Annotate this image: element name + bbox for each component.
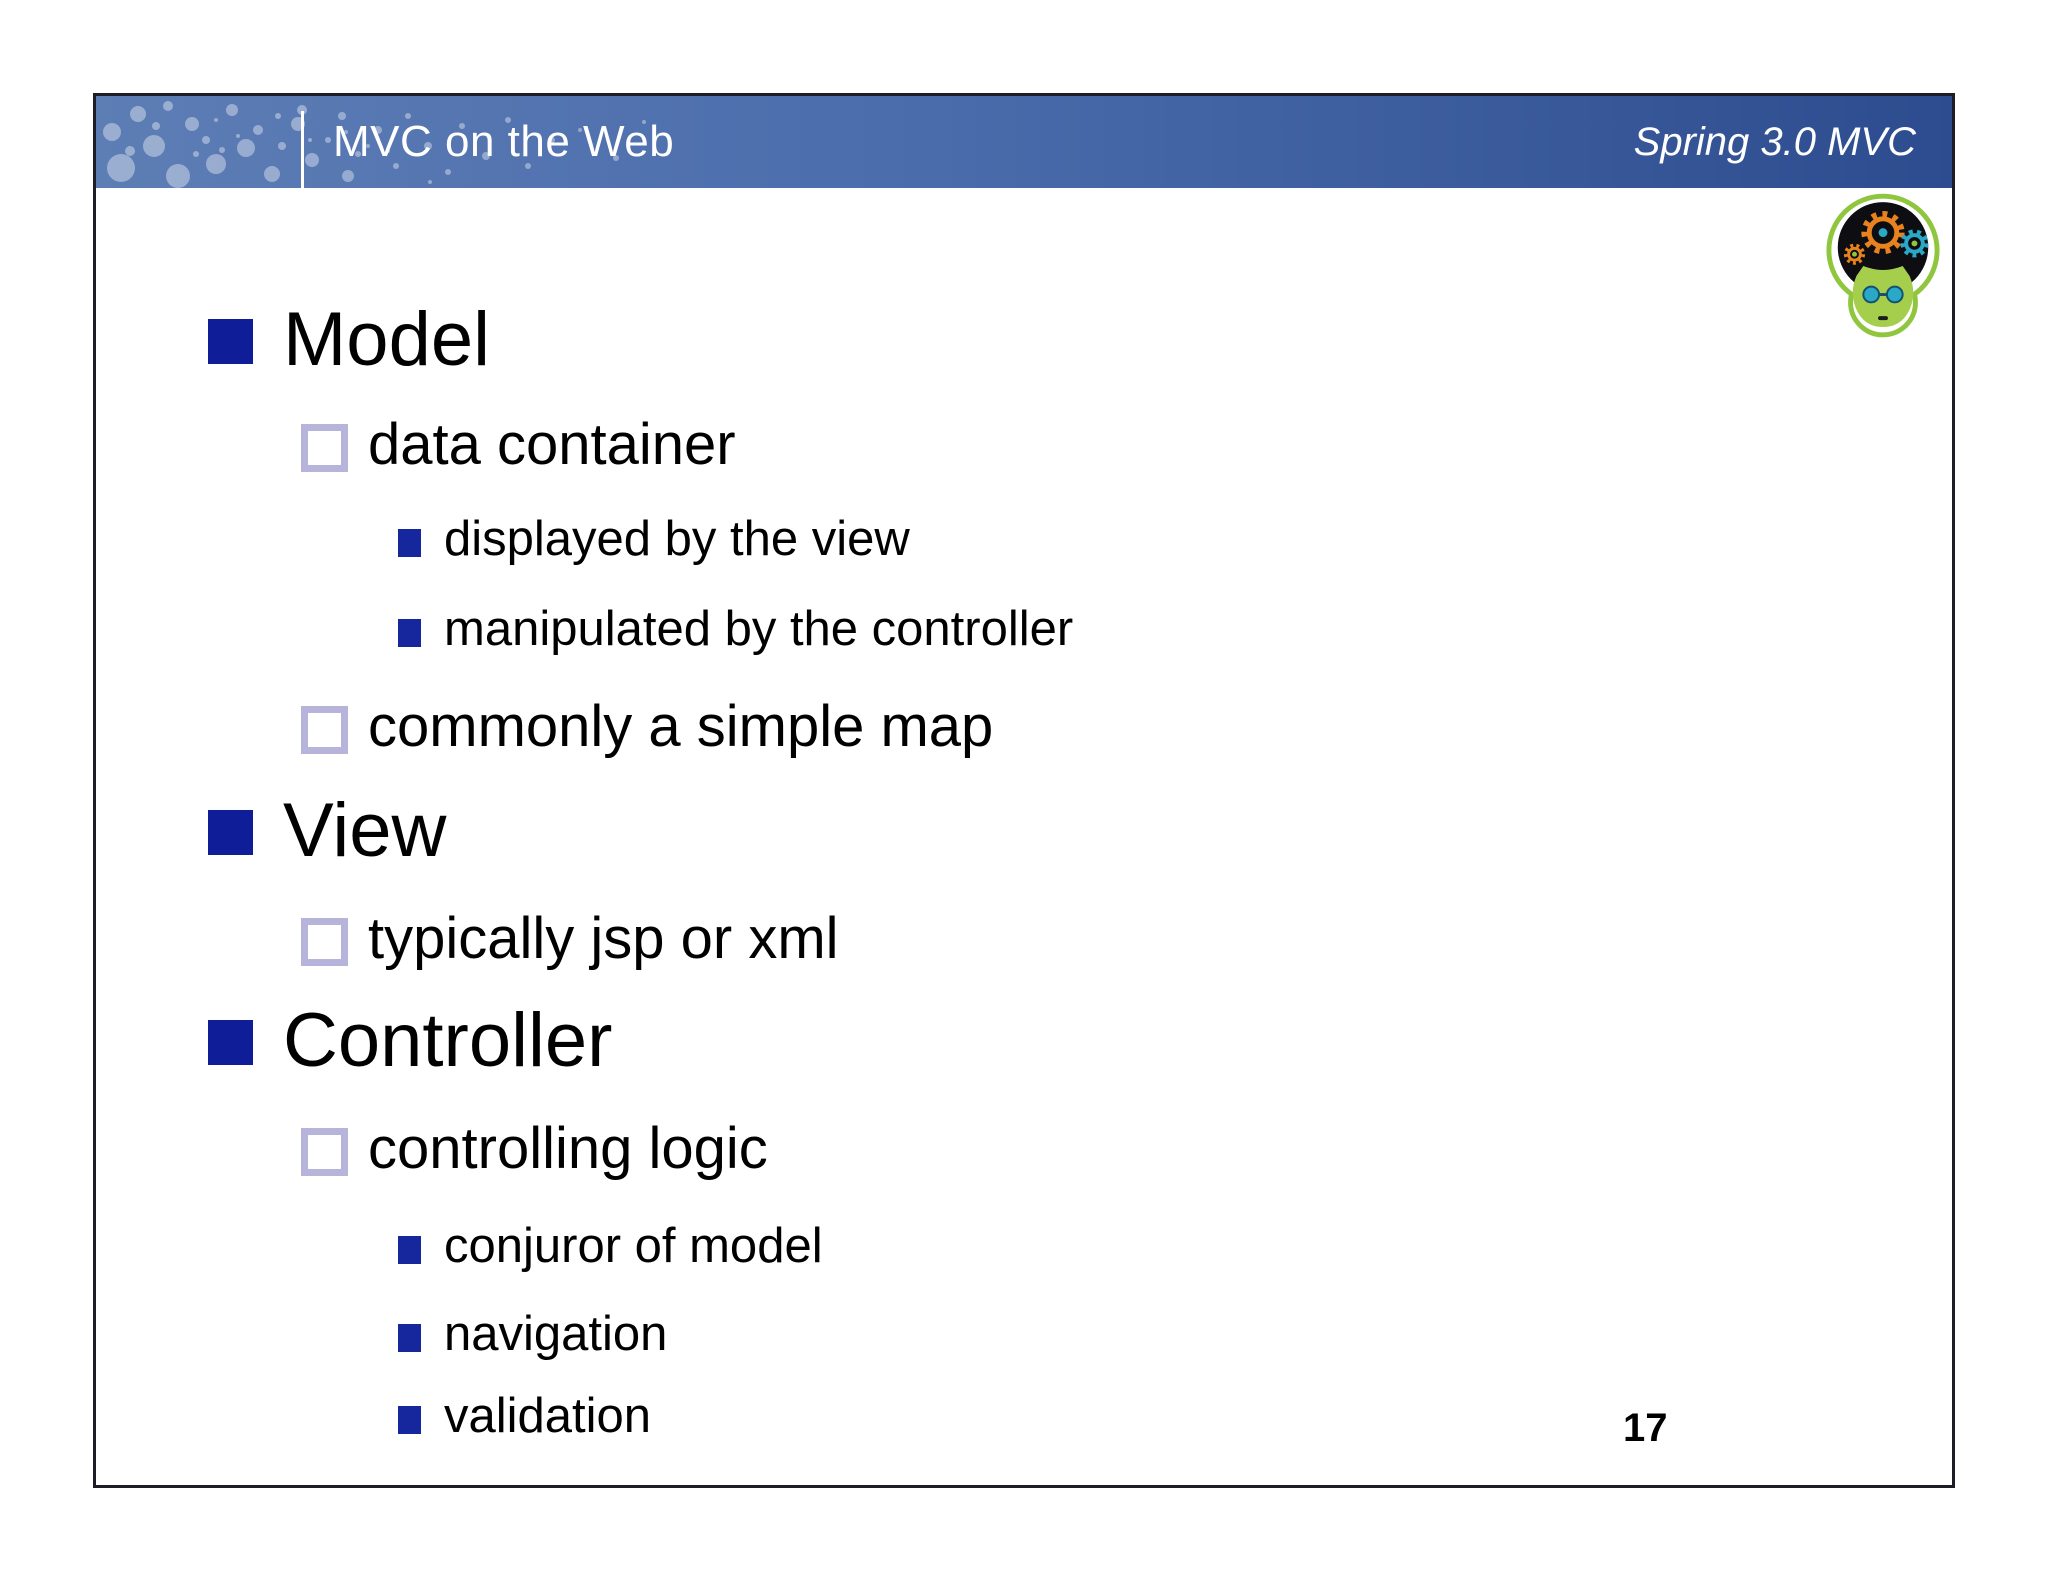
small-square-bullet-icon — [398, 1236, 421, 1264]
filled-square-bullet-icon — [208, 1019, 253, 1065]
small-square-bullet-icon — [398, 1406, 421, 1434]
bullet-item-simple-map: commonly a simple map — [301, 691, 993, 761]
bullet-item-displayed-by-view: displayed by the view — [398, 509, 910, 569]
bullet-item-model: Model — [208, 294, 490, 384]
bullet-item-navigation: navigation — [398, 1304, 667, 1364]
filled-square-bullet-icon — [208, 809, 253, 855]
small-square-bullet-icon — [398, 1324, 421, 1352]
bullet-text: Controller — [283, 997, 613, 1083]
deck-name-label: Spring 3.0 MVC — [1633, 119, 1916, 164]
page-number: 17 — [1623, 1406, 1668, 1450]
open-square-bullet-icon — [301, 424, 348, 472]
bullet-item-data-container: data container — [301, 409, 736, 479]
filled-square-bullet-icon — [208, 318, 253, 364]
bullet-item-controlling-logic: controlling logic — [301, 1113, 768, 1183]
bullet-text: controlling logic — [368, 1115, 768, 1181]
bullet-item-jsp-or-xml: typically jsp or xml — [301, 903, 839, 973]
presentation-slide: MVC on the Web Spring 3.0 MVC — [93, 93, 1955, 1488]
bullet-item-controller: Controller — [208, 995, 612, 1085]
bullet-text: commonly a simple map — [368, 693, 994, 759]
bullet-text: displayed by the view — [444, 512, 910, 566]
bullet-text: navigation — [444, 1307, 668, 1361]
bullet-item-view: View — [208, 785, 446, 875]
open-square-bullet-icon — [301, 1128, 348, 1176]
bullet-item-conjuror-of-model: conjuror of model — [398, 1216, 823, 1276]
bullet-text: validation — [444, 1389, 652, 1443]
small-square-bullet-icon — [398, 619, 421, 647]
bullet-text: View — [283, 787, 447, 873]
bullet-text: typically jsp or xml — [368, 905, 839, 971]
bullet-item-manipulated-by-controller: manipulated by the controller — [398, 599, 1073, 659]
small-square-bullet-icon — [398, 529, 421, 557]
bullet-text: manipulated by the controller — [444, 602, 1074, 656]
open-square-bullet-icon — [301, 706, 348, 754]
bullet-text: Model — [283, 296, 490, 382]
slide-title: MVC on the Web — [333, 117, 675, 166]
header-separator-line — [301, 111, 304, 188]
slide-header-bar: MVC on the Web Spring 3.0 MVC — [96, 96, 1952, 188]
bullet-text: data container — [368, 411, 736, 477]
open-square-bullet-icon — [301, 918, 348, 966]
gears-mascot-logo-icon — [1826, 193, 1940, 338]
bullet-text: conjuror of model — [444, 1219, 823, 1273]
bullet-item-validation: validation — [398, 1386, 651, 1446]
